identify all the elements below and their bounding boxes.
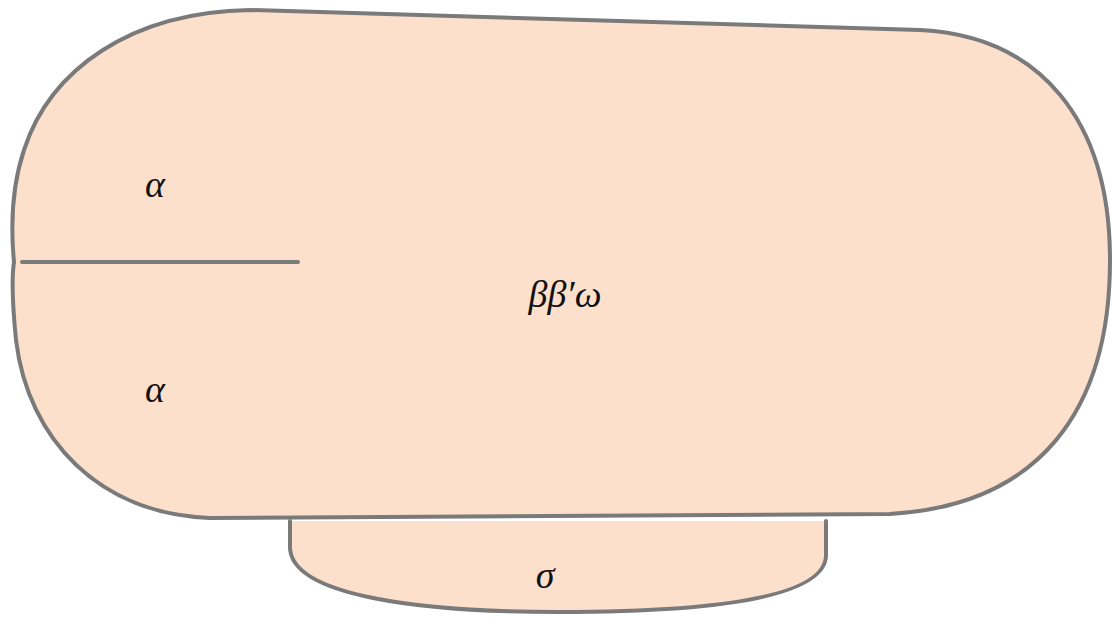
sigma-subunit: σ (286, 515, 830, 617)
subunit-outline (10, 6, 1114, 524)
label-holder: ββ′ω (529, 274, 602, 316)
label-holder: α (145, 164, 165, 206)
polymerase-core: α α ββ′ω (10, 6, 1114, 524)
subunit-outline (286, 515, 830, 617)
subunit-label: α (145, 163, 165, 205)
label-holder: α (145, 369, 165, 411)
label-holder: σ (536, 555, 555, 597)
subunit-label: σ (536, 554, 555, 596)
subunit-label: ββ′ω (529, 273, 602, 315)
subunit-label: α (145, 368, 165, 410)
